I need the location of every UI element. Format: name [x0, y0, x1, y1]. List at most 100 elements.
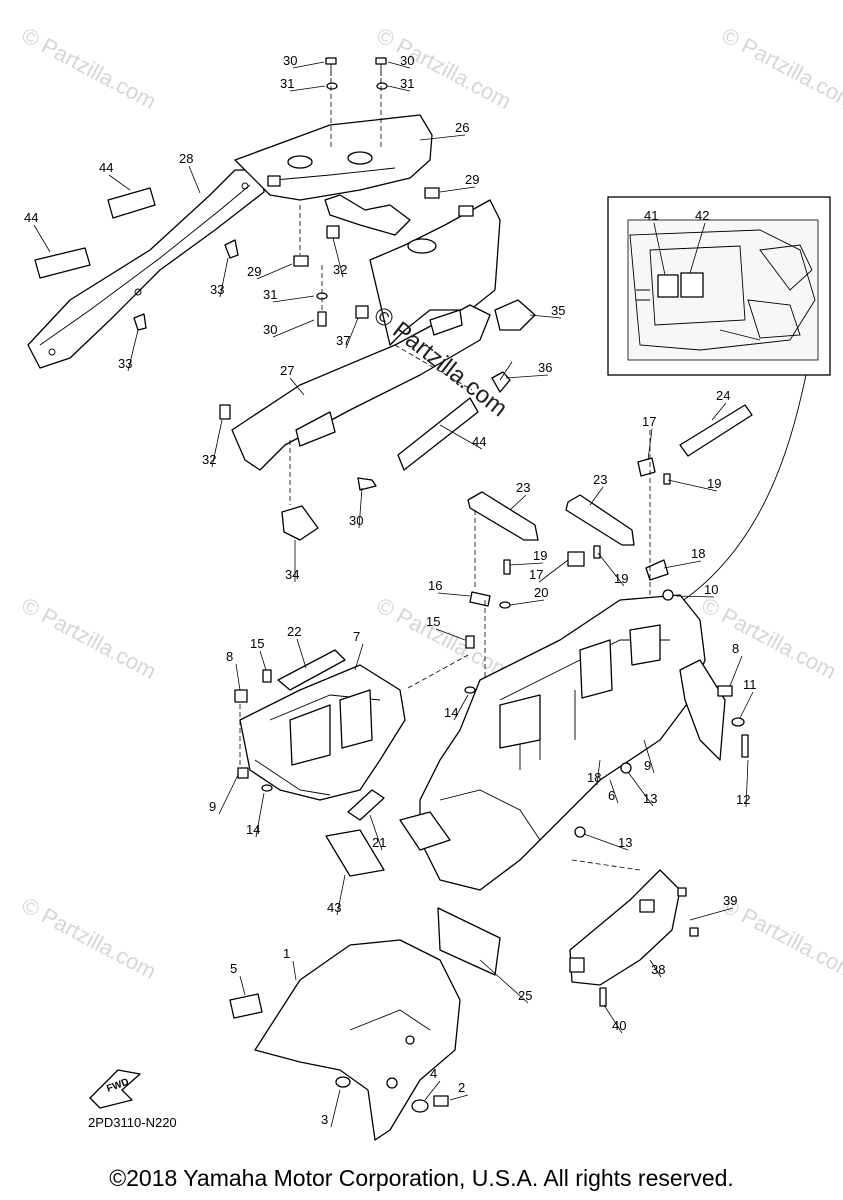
- callout-number: 14: [444, 705, 458, 720]
- callout-leader-line: [479, 959, 529, 1004]
- callout-number: 9: [644, 758, 651, 773]
- part-21-strap: [347, 789, 385, 821]
- callout-leader-line: [424, 1080, 441, 1101]
- watermark: © Partzilla.com: [718, 22, 843, 114]
- callout-number: 19: [707, 476, 721, 491]
- callout-leader-line: [609, 779, 619, 804]
- callout-leader-line: [354, 643, 364, 671]
- part-24-strap: [679, 404, 753, 457]
- callout-number: 35: [551, 303, 565, 318]
- callout-leader-line: [369, 814, 383, 851]
- fasteners-mid: [234, 473, 749, 838]
- callout-number: 44: [472, 434, 486, 449]
- callout-leader-line: [437, 592, 471, 597]
- callout-leader-line: [219, 257, 229, 298]
- callout-leader-line: [292, 960, 297, 981]
- callout-leader-line: [387, 61, 411, 69]
- callout-leader-line: [597, 552, 625, 587]
- callouts: 1234567889910111213131414151516171718181…: [24, 53, 757, 1128]
- callout-leader-line: [239, 975, 246, 996]
- callout-number: 11: [743, 677, 757, 692]
- callout-number: 28: [179, 151, 193, 166]
- callout-leader-line: [289, 85, 326, 92]
- callout-number: 8: [732, 641, 739, 656]
- callout-number: 25: [518, 988, 532, 1003]
- callout-number: 2: [458, 1080, 465, 1095]
- callout-leader-line: [419, 134, 466, 141]
- callout-number: 6: [608, 788, 615, 803]
- callout-number: 33: [118, 356, 132, 371]
- callout-number: 19: [614, 571, 628, 586]
- callout-leader-line: [256, 263, 293, 280]
- callout-leader-line: [272, 319, 315, 338]
- callout-number: 36: [538, 360, 552, 375]
- callout-number: 22: [287, 624, 301, 639]
- callout-leader-line: [449, 1094, 469, 1101]
- callout-number: 15: [250, 636, 264, 651]
- callout-number: 9: [209, 799, 216, 814]
- callout-leader-line: [643, 739, 655, 774]
- callout-leader-line: [583, 833, 629, 851]
- callout-leader-line: [745, 759, 749, 808]
- part-25-flap: [437, 907, 501, 976]
- part-28-grab-rail: [27, 169, 265, 369]
- callout-number: 30: [263, 322, 277, 337]
- callout-number: 34: [285, 567, 299, 582]
- inset-detail: [607, 196, 831, 376]
- callout-number: 33: [210, 282, 224, 297]
- callout-leader-line: [289, 377, 305, 396]
- callout-leader-line: [509, 599, 545, 606]
- inset-pointer-line: [659, 374, 807, 616]
- callout-leader-line: [689, 222, 706, 274]
- callout-number: 40: [612, 1018, 626, 1033]
- callout-number: 41: [644, 208, 658, 223]
- callout-number: 31: [400, 76, 414, 91]
- callout-number: 19: [533, 548, 547, 563]
- callout-number: 29: [465, 172, 479, 187]
- callout-number: 24: [716, 388, 730, 403]
- watermark: © Partzilla.com: [18, 892, 161, 984]
- callout-leader-line: [108, 174, 131, 191]
- part-23-strap: [467, 491, 539, 541]
- callout-number: 13: [643, 791, 657, 806]
- part-26-tail-cover: [234, 114, 433, 236]
- callout-number: 18: [587, 770, 601, 785]
- watermark: © Partzilla.com: [698, 592, 841, 684]
- callout-leader-line: [538, 559, 569, 583]
- callout-number: 31: [280, 76, 294, 91]
- callout-leader-line: [330, 1089, 341, 1128]
- callout-leader-line: [259, 650, 267, 671]
- callout-number: 20: [534, 585, 548, 600]
- callout-leader-line: [127, 329, 139, 372]
- callout-number: 17: [529, 567, 543, 582]
- callout-number: 5: [230, 961, 237, 976]
- fasteners-upper: [133, 57, 513, 491]
- callout-leader-line: [509, 562, 544, 566]
- watermark: © Partzilla.com: [18, 22, 161, 114]
- callout-leader-line: [663, 560, 702, 569]
- callout-leader-line: [649, 959, 662, 978]
- callout-leader-line: [439, 186, 476, 193]
- callout-number: 43: [327, 900, 341, 915]
- callout-leader-line: [188, 165, 201, 194]
- callout-number: 3: [321, 1112, 328, 1127]
- part-1-front-fender: [229, 939, 461, 1141]
- callout-leader-line: [439, 424, 483, 450]
- callout-number: 44: [24, 210, 38, 225]
- callout-leader-line: [332, 237, 344, 278]
- part-44-stickers: [34, 187, 479, 471]
- part-23-strap: [565, 494, 635, 546]
- callout-number: 8: [226, 649, 233, 664]
- part-6-rear-fender: [399, 594, 726, 891]
- part-43-sticker: [325, 829, 385, 877]
- callout-number: 18: [691, 546, 705, 561]
- part-22-strap: [277, 649, 346, 691]
- part-27-side-cover: [231, 199, 501, 471]
- callout-leader-line: [272, 295, 315, 303]
- callout-leader-line: [345, 317, 359, 349]
- callout-leader-line: [435, 628, 466, 641]
- callout-number: 32: [333, 262, 347, 277]
- callout-number: 12: [736, 792, 750, 807]
- callout-number: 26: [455, 120, 469, 135]
